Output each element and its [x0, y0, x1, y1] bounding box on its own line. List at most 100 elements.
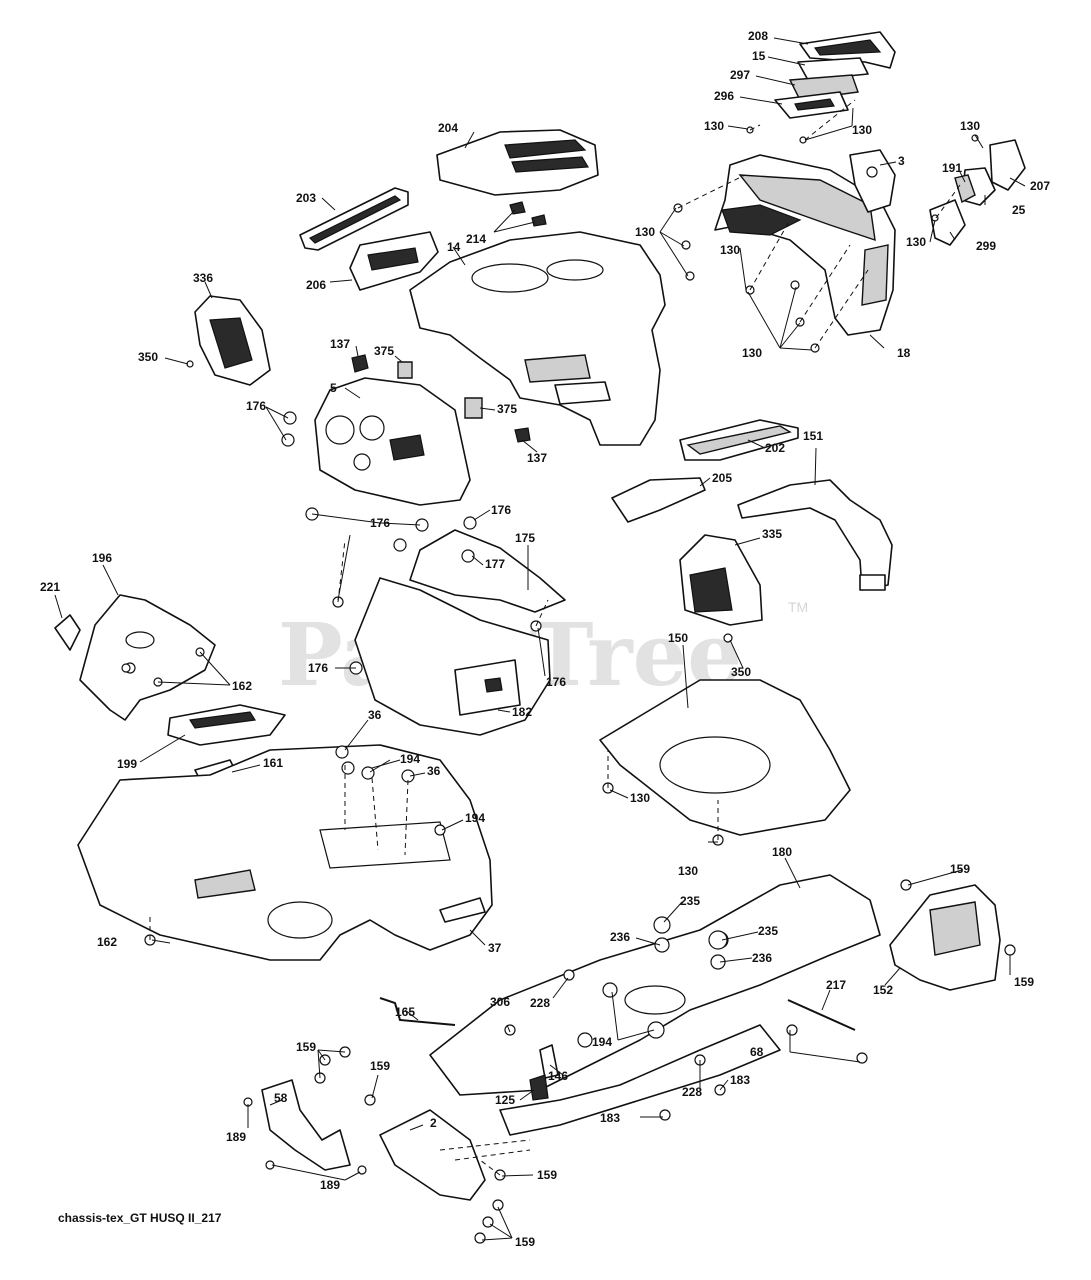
part-202-grille[interactable] — [679, 419, 799, 461]
callout-130-b: 130 — [852, 123, 872, 137]
callout-130-d: 130 — [906, 235, 926, 249]
callout-236-b: 236 — [752, 951, 772, 965]
part-5-dash-console[interactable] — [314, 377, 471, 506]
part-18-front-hood[interactable] — [714, 154, 896, 336]
part-146-lever[interactable] — [539, 1044, 559, 1079]
callout-14: 14 — [447, 240, 461, 254]
callout-175: 175 — [515, 531, 535, 545]
callout-159-a: 159 — [950, 862, 970, 876]
callout-206: 206 — [306, 278, 326, 292]
callout-221: 221 — [40, 580, 60, 594]
callout-130-e: 130 — [635, 225, 655, 239]
leader-lines — [54, 37, 1026, 1241]
callout-25: 25 — [1012, 203, 1026, 217]
watermark-trademark: TM — [788, 599, 808, 615]
callout-350-a: 350 — [138, 350, 158, 364]
callout-217: 217 — [826, 978, 846, 992]
callout-214: 214 — [466, 232, 486, 246]
callout-15: 15 — [752, 49, 766, 63]
callout-159-c: 159 — [296, 1040, 316, 1054]
callout-336: 336 — [193, 271, 213, 285]
callout-177: 177 — [485, 557, 505, 571]
part-375-pad-lower[interactable] — [464, 397, 483, 419]
callout-162-b: 162 — [97, 935, 117, 949]
callout-37: 37 — [488, 941, 502, 955]
part-335-side-cover[interactable] — [679, 534, 763, 626]
callout-335: 335 — [762, 527, 782, 541]
fasteners — [121, 126, 1016, 1244]
part-137-clip-lower[interactable] — [514, 427, 531, 443]
callout-350-b: 350 — [731, 665, 751, 679]
diagram-caption: chassis-tex_GT HUSQ II_217 — [58, 1211, 222, 1225]
part-182-lower-dash[interactable] — [354, 577, 551, 736]
part-203-trim-strip[interactable] — [299, 187, 409, 251]
part-191-lens[interactable] — [954, 174, 976, 204]
part-217-rod[interactable] — [787, 999, 856, 1031]
part-2-bracket[interactable] — [379, 1109, 486, 1201]
part-299-housing[interactable] — [929, 199, 966, 246]
callout-189-a: 189 — [226, 1130, 246, 1144]
part-214-clips[interactable] — [509, 201, 547, 227]
part-204-hood-top[interactable] — [436, 129, 599, 196]
callout-208: 208 — [748, 29, 768, 43]
callout-150: 150 — [668, 631, 688, 645]
callout-130-a: 130 — [704, 119, 724, 133]
callout-130-h: 130 — [630, 791, 650, 805]
callout-199: 199 — [117, 757, 137, 771]
part-152-bracket[interactable] — [889, 884, 1001, 991]
part-137-clip[interactable] — [351, 354, 369, 373]
callout-183-a: 183 — [730, 1073, 750, 1087]
part-177-fastener[interactable] — [461, 549, 475, 563]
part-199-plate[interactable] — [167, 704, 286, 746]
callout-176-a: 176 — [246, 399, 266, 413]
callout-137-a: 137 — [330, 337, 350, 351]
callout-152: 152 — [873, 983, 893, 997]
part-196-rear-panel[interactable] — [79, 594, 216, 721]
callout-159-e: 159 — [537, 1168, 557, 1182]
callout-165: 165 — [395, 1005, 415, 1019]
callout-204: 204 — [438, 121, 458, 135]
callout-375-b: 375 — [497, 402, 517, 416]
part-205-trim[interactable] — [611, 477, 706, 523]
part-150-footplate[interactable] — [599, 679, 851, 836]
part-37-fender-deck[interactable] — [77, 744, 493, 961]
part-336-side-cover[interactable] — [194, 295, 271, 386]
callout-159-b: 159 — [1014, 975, 1034, 989]
callout-68: 68 — [750, 1045, 764, 1059]
callout-182: 182 — [512, 705, 532, 719]
callout-130-c: 130 — [960, 119, 980, 133]
callout-159-d: 159 — [370, 1059, 390, 1073]
callout-306: 306 — [490, 995, 510, 1009]
part-296-bracket[interactable] — [774, 91, 849, 119]
part-58-bracket[interactable] — [261, 1079, 351, 1171]
part-375-pad[interactable] — [397, 361, 413, 379]
callout-205: 205 — [712, 471, 732, 485]
callout-375-a: 375 — [374, 344, 394, 358]
callout-235-a: 235 — [680, 894, 700, 908]
part-207-headlight-right[interactable] — [989, 139, 1026, 191]
callout-189-b: 189 — [320, 1178, 340, 1192]
part-165-rod[interactable] — [379, 997, 456, 1026]
callout-207: 207 — [1030, 179, 1050, 193]
part-206-panel[interactable] — [349, 231, 439, 291]
callout-228-b: 228 — [682, 1085, 702, 1099]
callout-125: 125 — [495, 1093, 515, 1107]
callout-194-c: 194 — [592, 1035, 612, 1049]
part-221-decal[interactable] — [54, 614, 81, 651]
callout-130-i: 130 — [678, 864, 698, 878]
callout-3: 3 — [898, 154, 905, 168]
part-3-side-panel[interactable] — [849, 149, 896, 213]
callout-137-b: 137 — [527, 451, 547, 465]
callout-203: 203 — [296, 191, 316, 205]
part-14-hood-body[interactable] — [409, 231, 666, 446]
part-208-trim[interactable] — [799, 31, 896, 69]
part-125-bracket[interactable] — [529, 1074, 549, 1101]
callout-194-a: 194 — [400, 752, 420, 766]
part-151-bracket[interactable] — [737, 479, 893, 591]
callout-296: 296 — [714, 89, 734, 103]
callout-196: 196 — [92, 551, 112, 565]
callout-176-e: 176 — [546, 675, 566, 689]
callout-labels: 208 15 297 296 130 130 3 130 191 207 25 … — [40, 29, 1050, 1249]
callout-299: 299 — [976, 239, 996, 253]
callout-194-b: 194 — [465, 811, 485, 825]
